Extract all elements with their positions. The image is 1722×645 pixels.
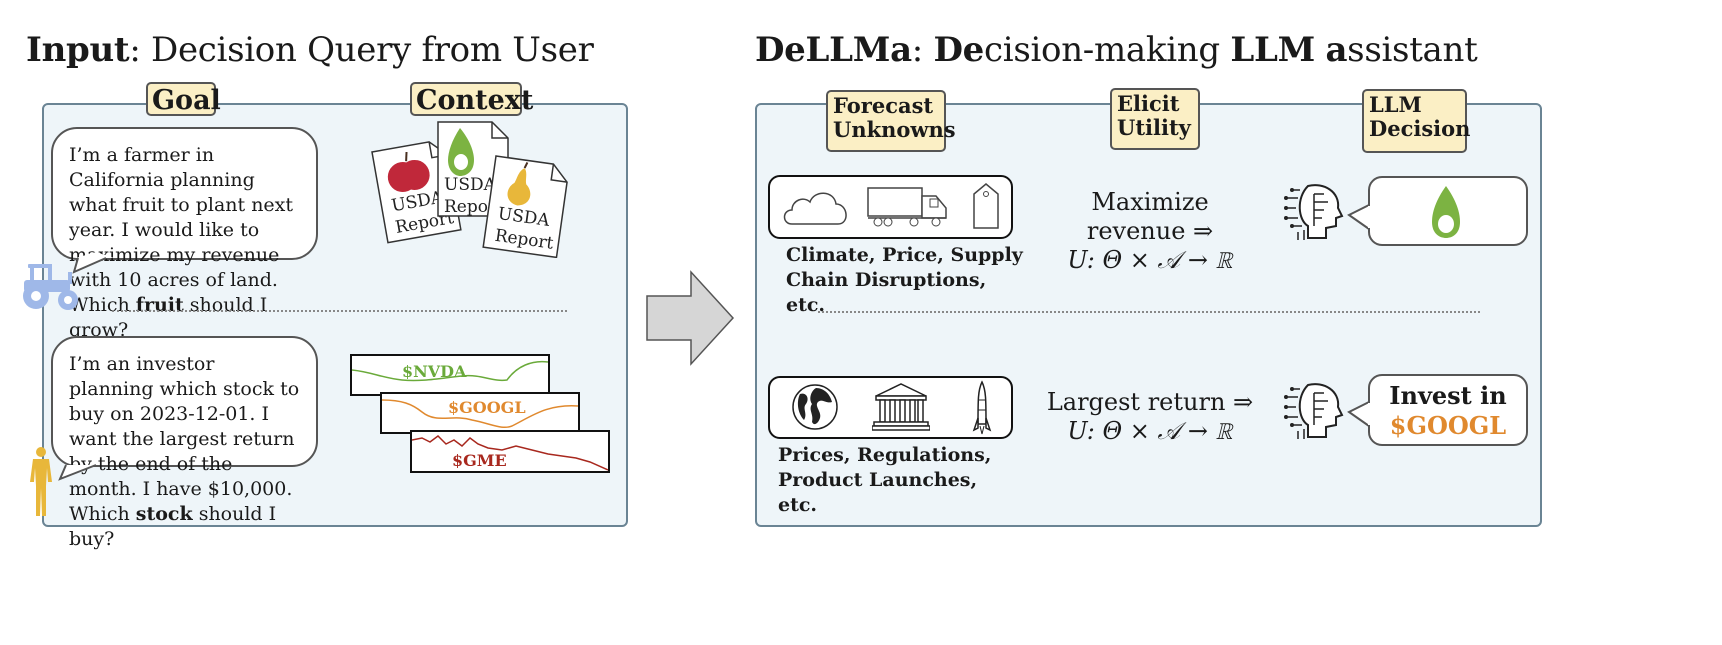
usda-reports: USDA Report USDA Report USDA Report: [371, 121, 568, 258]
input-title: Input: Decision Query from User: [26, 30, 594, 70]
usda-text: USDA: [444, 175, 497, 195]
unknowns-caption-2: Prices, Regulations, Product Launches, e…: [778, 444, 992, 516]
decision-tag: LLM Decision: [1362, 89, 1470, 153]
left-divider: [112, 310, 567, 312]
pear-report: USDA Report: [482, 155, 568, 258]
avocado-icon: [1432, 186, 1460, 238]
utility-2: Largest return ⇒ U: Θ × 𝒜 → ℝ: [1046, 388, 1254, 445]
fruit-query-bubble: I’m a farmer in California planning what…: [51, 127, 318, 341]
robot-head-icon: [1284, 383, 1344, 439]
dellma-title: DeLLMa: Decision-making LLM assistant: [755, 30, 1478, 70]
rocket-icon: [972, 380, 992, 435]
gme-chart: [410, 430, 610, 473]
decision-output-2: Invest in $GOOGL: [1368, 374, 1528, 446]
globe-icon: [792, 384, 838, 430]
bubble-tail: [58, 464, 97, 481]
tractor-icon: [23, 264, 78, 310]
right-arrow-icon: [646, 270, 735, 366]
elicit-tag: Elicit Utility: [1110, 88, 1200, 150]
nvda-chart: [350, 354, 550, 396]
bubble-tail: [1347, 401, 1371, 427]
right-divider: [818, 311, 1480, 313]
price-tag-icon: [973, 183, 999, 229]
googl-label: $GOOGL: [448, 398, 526, 417]
government-building-icon: [872, 383, 930, 431]
nvda-line: [352, 360, 548, 382]
person-icon: [30, 447, 52, 516]
bubble-tail: [72, 252, 114, 274]
cloud-icon: [783, 192, 847, 225]
gme-label: $GME: [452, 451, 507, 470]
goal-tag: Goal: [146, 82, 221, 116]
stock-query-bubble: I’m an investor planning which stock to …: [51, 336, 318, 550]
invest-ticker-text: $GOOGL: [1389, 411, 1507, 440]
robot-head-icon: [1284, 184, 1344, 240]
bubble-tail: [1347, 204, 1371, 230]
dellma-panel: [755, 103, 1542, 527]
context-tag: Context: [410, 82, 533, 116]
unknowns-caption-1: Climate, Price, Supply Chain Disruptions…: [786, 244, 1023, 316]
googl-line: [382, 399, 578, 429]
nvda-label: $NVDA: [402, 362, 467, 381]
gme-line: [412, 435, 608, 471]
utility-1: Maximize revenue ⇒ U: Θ × 𝒜 → ℝ: [1067, 188, 1233, 274]
truck-icon: [867, 187, 947, 227]
invest-in-text: Invest in: [1389, 381, 1507, 410]
forecast-tag: Forecast Unknowns: [826, 90, 956, 152]
